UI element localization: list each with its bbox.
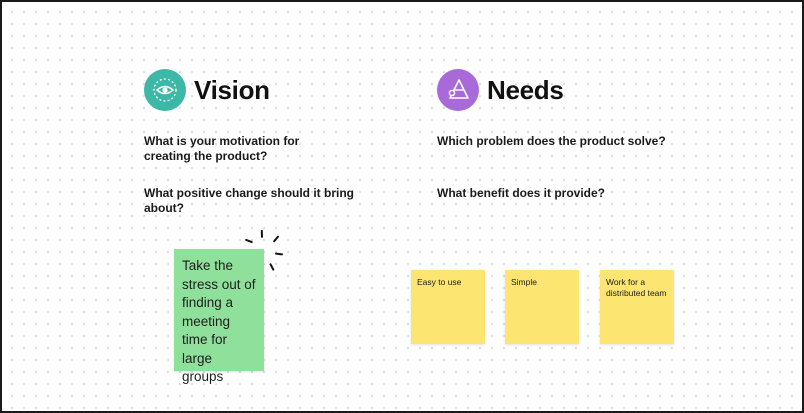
- sticky-note-vision[interactable]: Take the stress out of finding a meeting…: [174, 249, 264, 384]
- sticky-note-text: Easy to use: [417, 277, 462, 287]
- eye-icon: [144, 69, 186, 111]
- sticky-note-text: Take the stress out of finding a meeting…: [182, 258, 256, 384]
- needs-header: Needs: [437, 69, 564, 111]
- pyramid-icon: [437, 69, 479, 111]
- needs-title: Needs: [487, 74, 564, 105]
- needs-question-benefit: What benefit does it provide?: [437, 186, 606, 200]
- vision-question-motivation: What is your motivation for creating the…: [144, 134, 300, 163]
- sticky-note-distributed-team[interactable]: Work for a distributed team: [600, 270, 674, 344]
- sticky-note-text: Simple: [511, 277, 537, 287]
- vision-title: Vision: [194, 74, 270, 105]
- vision-question-change: What positive change should it bring abo…: [144, 186, 355, 215]
- sticky-note-easy-to-use[interactable]: Easy to use: [411, 270, 485, 344]
- vision-header: Vision: [144, 69, 270, 111]
- sticky-note-text: Work for a distributed team: [606, 277, 667, 298]
- sticky-note-simple[interactable]: Simple: [505, 270, 579, 344]
- needs-question-problem: Which problem does the product solve?: [437, 134, 666, 148]
